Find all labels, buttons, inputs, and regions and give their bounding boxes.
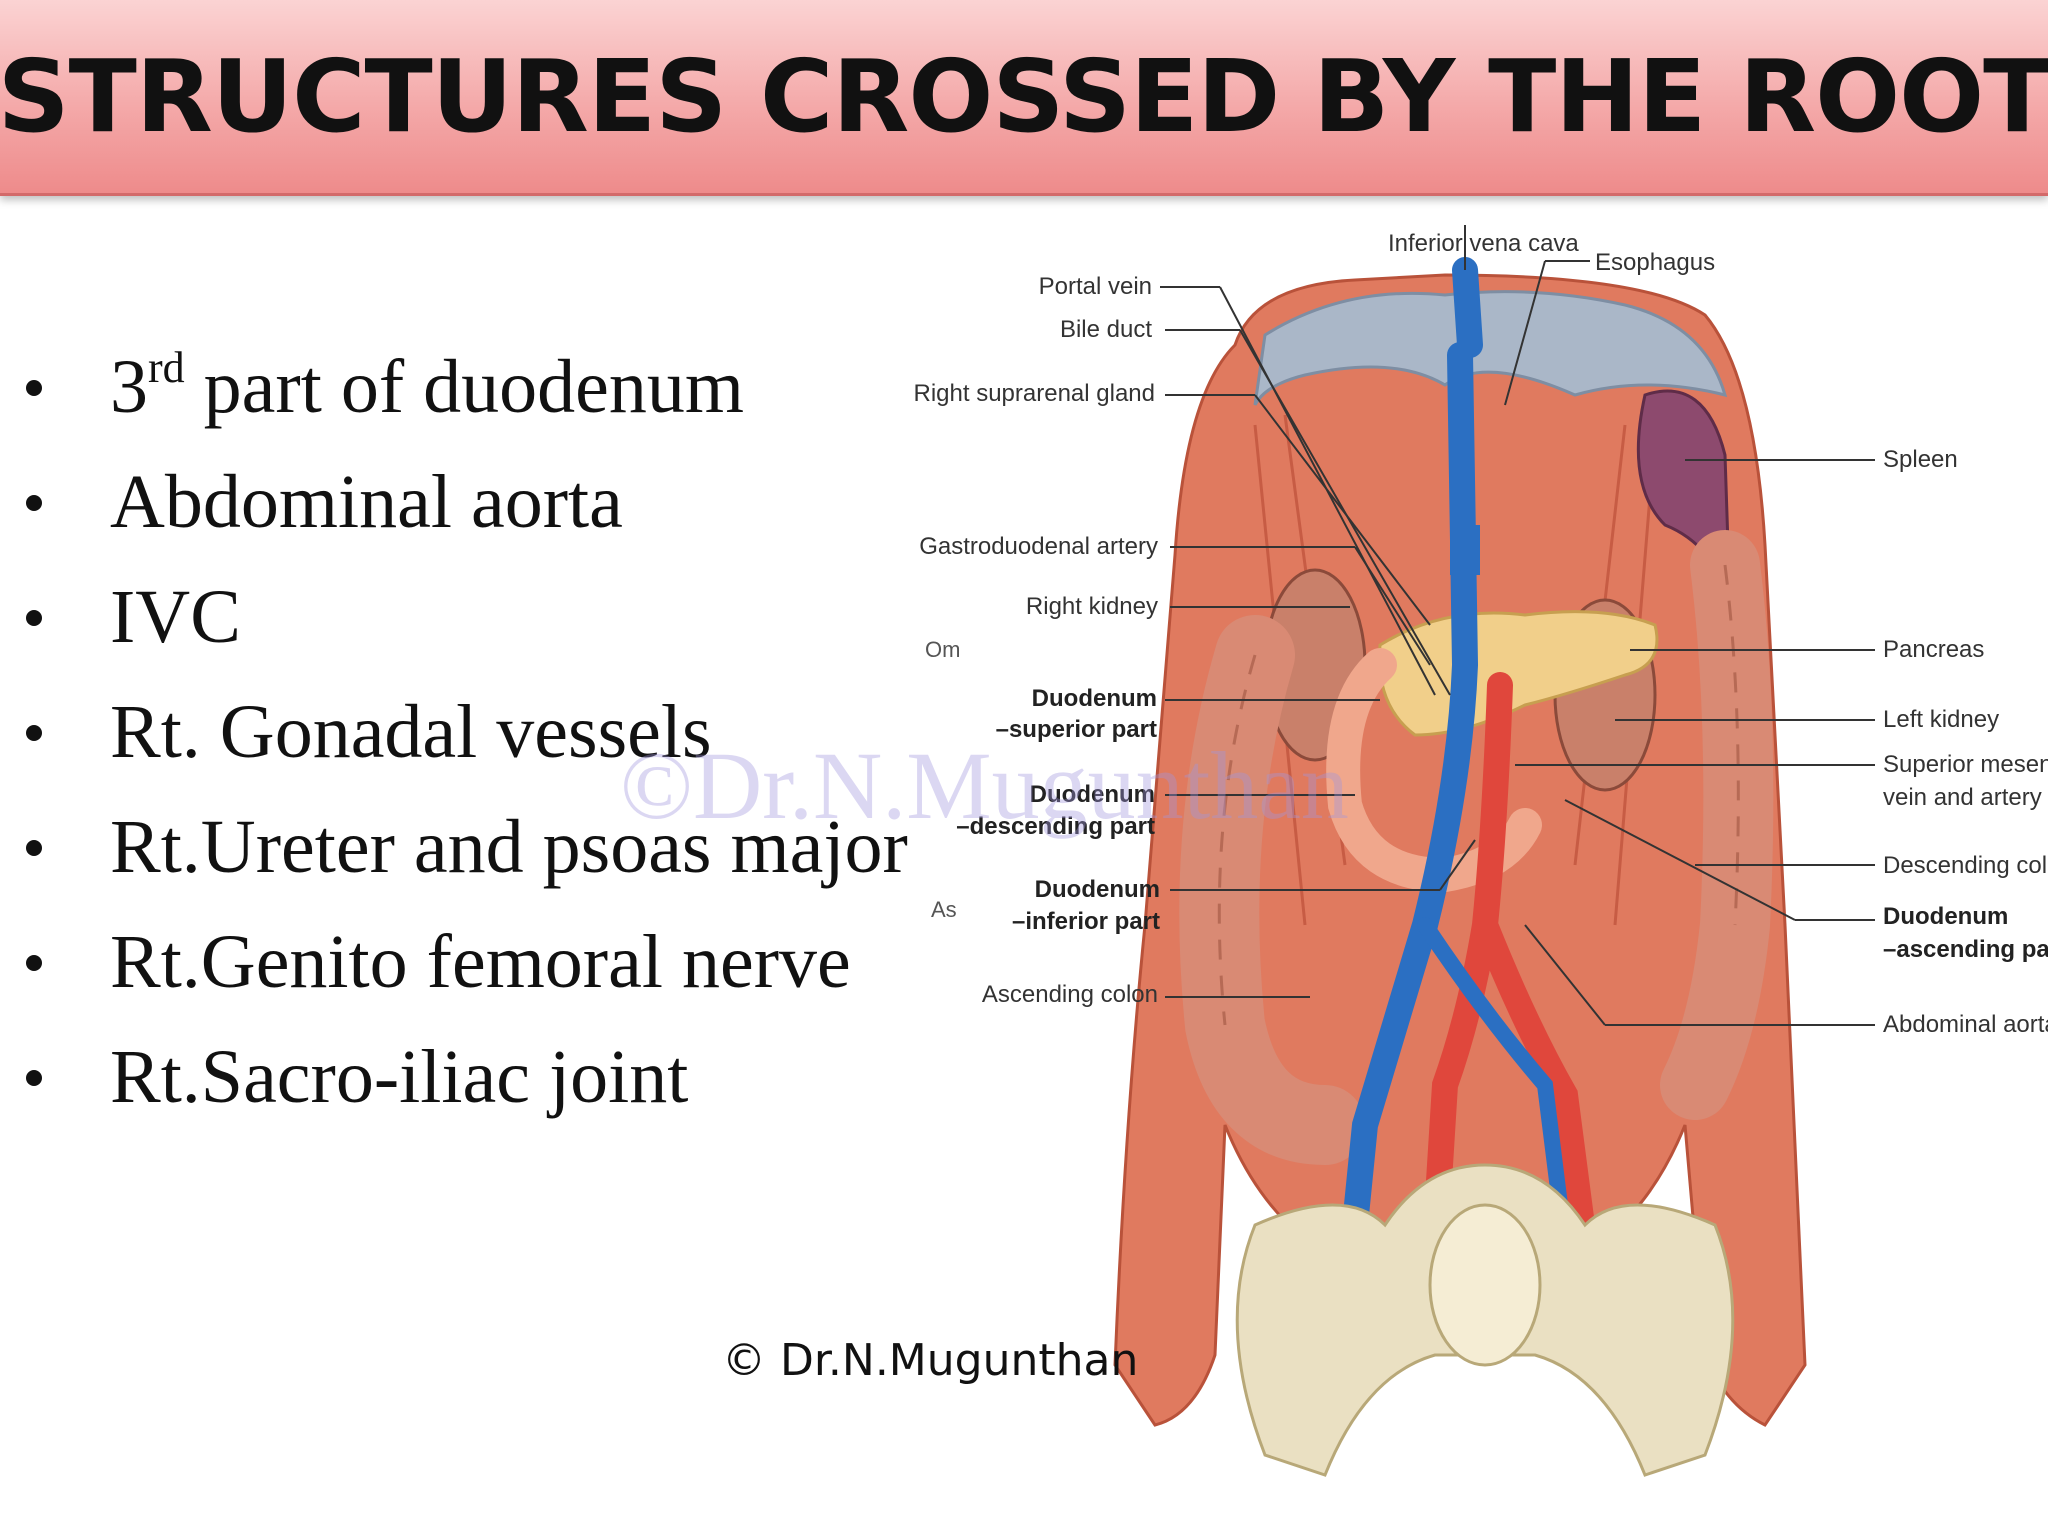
bullet-text: IVC xyxy=(110,575,241,659)
bullet-dot-icon xyxy=(26,839,42,856)
anatomy-illustration xyxy=(1113,225,1875,1477)
slide-title: STRUCTURES CROSSED BY THE ROOT xyxy=(0,38,2048,155)
label-spleen: Spleen xyxy=(1883,446,1958,473)
label-right-kidney: Right kidney xyxy=(1025,593,1158,620)
bullet-dot-icon xyxy=(26,609,42,626)
bullet-dot-icon xyxy=(26,1069,42,1086)
copyright-text: © Dr.N.Mugunthan xyxy=(722,1335,1139,1386)
bullet-list: 3rd part of duodenum Abdominal aorta IVC… xyxy=(20,330,908,1135)
bullet-text: Rt.Genito femoral nerve xyxy=(110,920,851,1004)
label-superior-mesenteric-2: vein and artery xyxy=(1883,784,2042,811)
label-duodenum-ascending-1: Duodenum xyxy=(1883,903,2009,930)
bullet-text: Rt.Sacro-iliac joint xyxy=(110,1035,689,1119)
bullet-item: IVC xyxy=(20,560,908,675)
label-superior-mesenteric-1: Superior mesenteric xyxy=(1883,751,2048,778)
label-descending-colon: Descending colon xyxy=(1883,852,2048,879)
title-bar: STRUCTURES CROSSED BY THE ROOT xyxy=(0,0,2048,196)
bullet-text: 3rd part of duodenum xyxy=(110,343,744,429)
bullet-text: Abdominal aorta xyxy=(110,460,623,544)
label-ascending-colon: Ascending colon xyxy=(981,981,1158,1008)
bullet-dot-icon xyxy=(26,954,42,971)
anatomy-figure: Inferior vena cava Esophagus Portal vein… xyxy=(914,225,2048,1515)
bullet-text: Rt. Gonadal vessels xyxy=(110,690,712,774)
bullet-dot-icon xyxy=(26,379,42,396)
bullet-dot-icon xyxy=(26,494,42,511)
label-esophagus: Esophagus xyxy=(1595,249,1716,276)
label-fragment-om: Om xyxy=(925,637,961,662)
label-portal-vein: Portal vein xyxy=(1038,273,1152,300)
label-fragment-as: As xyxy=(931,897,957,922)
bullet-item: Rt.Ureter and psoas major xyxy=(20,790,908,905)
label-duodenum-superior-1: Duodenum xyxy=(1031,685,1157,712)
label-abdominal-aorta: Abdominal aorta xyxy=(1883,1011,2048,1038)
label-duodenum-inferior-2: –inferior part xyxy=(1011,908,1160,935)
label-duodenum-ascending-2: –ascending part xyxy=(1883,936,2048,963)
label-pancreas: Pancreas xyxy=(1883,636,1985,663)
label-duodenum-descending-1: Duodenum xyxy=(1029,781,1155,808)
bullet-item: Rt.Sacro-iliac joint xyxy=(20,1020,908,1135)
bullet-item: 3rd part of duodenum xyxy=(20,330,908,445)
watermark: ©Dr.N.Mugunthan xyxy=(620,732,1349,839)
label-gastroduodenal-artery: Gastroduodenal artery xyxy=(919,533,1158,560)
bullet-item: Abdominal aorta xyxy=(20,445,908,560)
label-duodenum-superior-2: –superior part xyxy=(995,716,1157,743)
label-right-suprarenal-gland: Right suprarenal gland xyxy=(913,380,1156,407)
bullet-item: Rt. Gonadal vessels xyxy=(20,675,908,790)
bullet-dot-icon xyxy=(26,724,42,741)
label-bile-duct: Bile duct xyxy=(1059,316,1152,343)
label-duodenum-inferior-1: Duodenum xyxy=(1034,876,1160,903)
label-inferior-vena-cava: Inferior vena cava xyxy=(1388,230,1579,257)
label-duodenum-descending-2: –descending part xyxy=(956,813,1155,840)
label-left-kidney: Left kidney xyxy=(1883,706,2000,733)
bullet-item: Rt.Genito femoral nerve xyxy=(20,905,908,1020)
bullet-text: Rt.Ureter and psoas major xyxy=(110,805,908,889)
